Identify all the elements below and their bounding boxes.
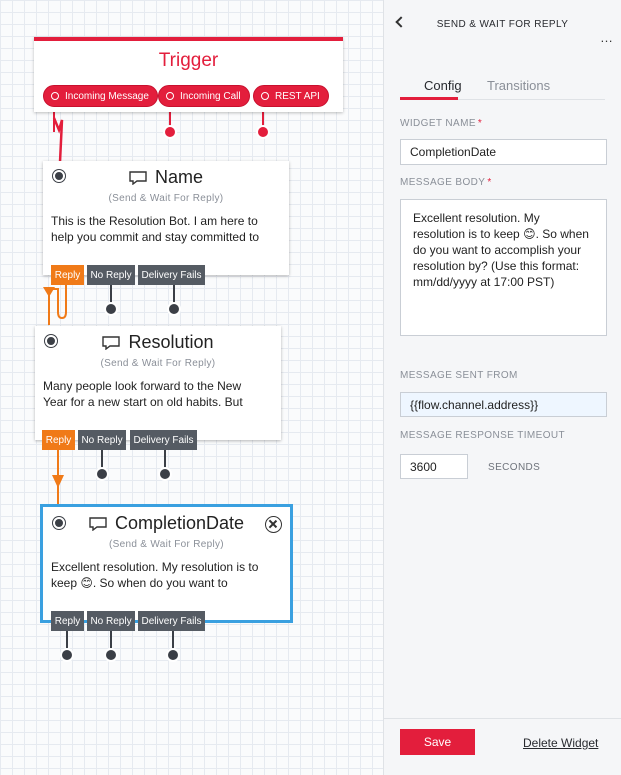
trigger-incoming-message[interactable]: Incoming Message [43,85,158,107]
required-marker: * [487,177,492,188]
input-connector[interactable] [45,335,57,347]
widget-title: Resolution [35,332,281,353]
message-sent-from-label: MESSAGE SENT FROM [400,370,518,381]
widget-subtitle: (Send & Wait For Reply) [100,358,216,369]
chat-icon [102,335,121,350]
timeout-input[interactable] [400,454,468,479]
tab-no-reply[interactable]: No Reply [78,430,126,450]
tab-delivery-fails[interactable]: Delivery Fails [130,430,197,450]
save-button[interactable]: Save [400,729,475,755]
tab-reply[interactable]: Reply [42,430,75,450]
trigger-rest-api[interactable]: REST API [253,85,329,107]
delete-widget-link[interactable]: Delete Widget [523,736,599,750]
chat-icon [129,170,147,185]
more-icon[interactable] [600,33,613,43]
trigger-incoming-call[interactable]: Incoming Call [158,85,250,107]
tab-config[interactable]: Config [424,78,462,93]
label-text: WIDGET NAME [400,118,476,129]
flow-canvas[interactable]: Trigger Incoming Message Incoming Call R… [0,0,383,775]
widget-title-text: Resolution [128,332,214,352]
chat-icon [89,516,107,531]
widget-title-text: Name [154,167,203,187]
close-icon[interactable] [265,516,282,533]
tab-no-reply[interactable]: No Reply [87,611,135,631]
active-tab-indicator [400,97,458,100]
widget-title-text: CompletionDate [114,513,245,533]
widget-config-panel: SEND & WAIT FOR REPLY Config Transitions… [383,0,621,775]
widget-body: Excellent resolution. My resolution is t… [51,560,259,590]
trigger-pill-label: REST API [275,90,320,102]
trigger-pill-label: Incoming Call [180,90,241,102]
message-body-textarea[interactable]: Excellent resolution. My resolution is t… [400,199,607,336]
tab-reply[interactable]: Reply [51,611,84,631]
widget-subtitle: (Send & Wait For Reply) [108,193,224,204]
input-connector[interactable] [53,170,65,182]
widget-card-resolution[interactable]: Resolution (Send & Wait For Reply) Many … [35,326,281,440]
tab-divider [400,99,605,100]
panel-title: SEND & WAIT FOR REPLY [436,18,569,30]
timeout-label: MESSAGE RESPONSE TIMEOUT [400,430,566,441]
widget-subtitle: (Send & Wait For Reply) [109,539,224,550]
widget-title: Name [43,167,289,188]
label-text: MESSAGE BODY [400,177,486,188]
widget-name-label: WIDGET NAME* [400,118,482,129]
panel-footer: Save Delete Widget [384,718,621,775]
tab-reply[interactable]: Reply [51,265,84,285]
connection-wires [43,103,270,662]
circle-icon [166,92,174,100]
widget-card-completion-date[interactable]: CompletionDate (Send & Wait For Reply) E… [40,504,293,623]
input-connector[interactable] [53,517,65,529]
widget-card-name[interactable]: Name (Send & Wait For Reply) This is the… [43,161,289,275]
widget-body: This is the Resolution Bot. I am here to… [51,214,260,244]
widget-name-input[interactable] [400,139,607,165]
trigger-title: Trigger [158,50,219,71]
tab-transitions[interactable]: Transitions [487,78,551,93]
trigger-pill-label: Incoming Message [65,90,149,102]
message-body-label: MESSAGE BODY* [400,177,492,188]
tab-delivery-fails[interactable]: Delivery Fails [138,265,205,285]
widget-title: CompletionDate [43,513,290,534]
required-marker: * [477,118,483,129]
circle-icon [51,92,59,100]
widget-body: Many people look forward to the New Year… [43,379,243,409]
trigger-widget[interactable]: Trigger Incoming Message Incoming Call R… [34,37,343,112]
tab-no-reply[interactable]: No Reply [87,265,135,285]
timeout-unit-label: SECONDS [488,462,541,473]
panel-header: SEND & WAIT FOR REPLY [384,0,621,48]
tab-delivery-fails[interactable]: Delivery Fails [138,611,205,631]
message-sent-from-input[interactable] [400,392,607,417]
circle-icon [261,92,269,100]
